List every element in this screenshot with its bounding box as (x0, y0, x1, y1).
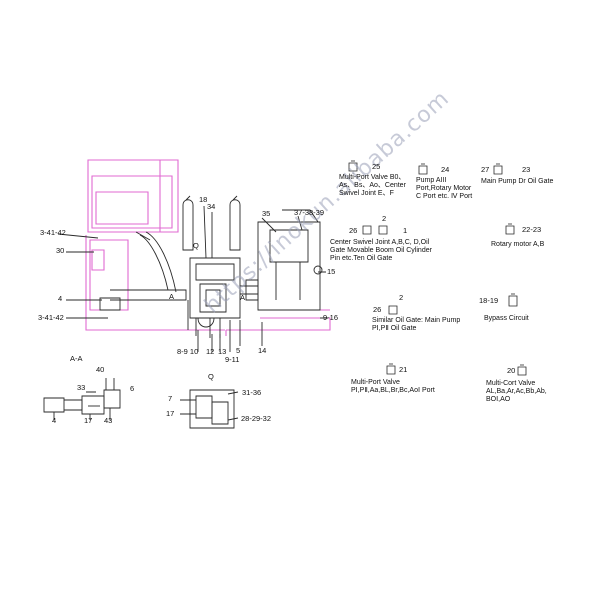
callout-8-9-10: 8-9 10 (177, 347, 199, 356)
legend-18-19-text: Bypass Circuit (484, 315, 529, 322)
callout-3-41-42-bottom: 3-41-42 (38, 313, 64, 322)
legend-similar-gate-text: Similar Oil Gate: Main Pump PⅠ,PⅡ Oil Ga… (372, 317, 461, 332)
legend-26-text: Center Swivel Joint A,B,C, D,Oil Gate Mo… (330, 239, 432, 262)
callout-a-right: A (240, 293, 246, 302)
callout-34: 34 (207, 202, 216, 211)
callout-17-section: 17 (84, 416, 93, 425)
legend-21-num: 21 (399, 365, 408, 374)
callout-18: 18 (199, 195, 208, 204)
callout-17-q: 17 (166, 409, 175, 418)
legend-25-text: Multi-Port Valve B0、As、Bs、Ao、Center Swiv… (339, 174, 406, 197)
callout-3-41-42-top: 3-41-42 (40, 228, 66, 237)
callout-14: 14 (258, 346, 267, 355)
callout-q-bottom: Q (208, 372, 214, 381)
legend-1-num: 1 (403, 226, 408, 235)
detail-q-view (180, 389, 239, 429)
legend-2-num-top: 2 (382, 214, 387, 223)
callout-37-38-39: 37-38-39 (294, 208, 325, 217)
legend-23-num: 23 (522, 165, 531, 174)
callout-31-36: 31-36 (242, 388, 262, 397)
legend-27-num: 27 (481, 165, 490, 174)
legend-2-num-mid: 2 (399, 293, 404, 302)
callout-30: 30 (56, 246, 65, 255)
legend-22-23-text: Rotary motor A,B (491, 241, 545, 248)
legend-22-23-num: 22-23 (522, 225, 542, 234)
legend-24-num: 24 (441, 165, 450, 174)
callout-9-16: 9-16 (323, 313, 339, 322)
callout-12: 12 (206, 347, 215, 356)
callout-a-left: A (169, 292, 175, 301)
legend-26-num: 26 (349, 226, 358, 235)
legend-20-num: 20 (507, 366, 516, 375)
callout-q-top: Q (193, 241, 199, 250)
callout-4-section: 4 (52, 416, 57, 425)
callout-4: 4 (58, 294, 63, 303)
callout-43: 43 (104, 416, 113, 425)
callout-35: 35 (262, 209, 271, 218)
section-label-a-a: A-A (70, 354, 83, 363)
legend-24-text: Pump AIII Port,Rotary Motor C Port etc. … (416, 177, 473, 200)
callout-7-q: 7 (168, 394, 173, 403)
callout-6: 6 (130, 384, 135, 393)
callout-33: 33 (77, 383, 86, 392)
callout-40: 40 (96, 365, 105, 374)
machine-body-lines (57, 195, 328, 352)
legend-18-19-num: 18-19 (479, 296, 499, 305)
callout-13: 13 (218, 347, 227, 356)
legend-27-text: Main Pump Dr Oil Gate (481, 178, 554, 185)
legend-25-num: 25 (372, 162, 381, 171)
callout-28-29-32: 28-29-32 (241, 414, 272, 423)
legend-26-num-mid: 26 (373, 305, 382, 314)
legend-20-text: Multi-Cort Valve AL,Ba,Ar,Ac,Bb,Ab, BOⅠ,… (486, 380, 547, 403)
legend-21-text: Multi-Port Valve PⅠ,PⅡ,Aa,BL,Br,Bc,AoⅠ P… (351, 379, 435, 394)
section-a-a-view (43, 378, 121, 420)
legend-fitting-icons (348, 160, 527, 376)
callout-5: 5 (236, 346, 241, 355)
callout-15: 15 (327, 267, 336, 276)
callout-9-11: 9-11 (225, 355, 240, 364)
machine-frame-outline (85, 159, 331, 336)
